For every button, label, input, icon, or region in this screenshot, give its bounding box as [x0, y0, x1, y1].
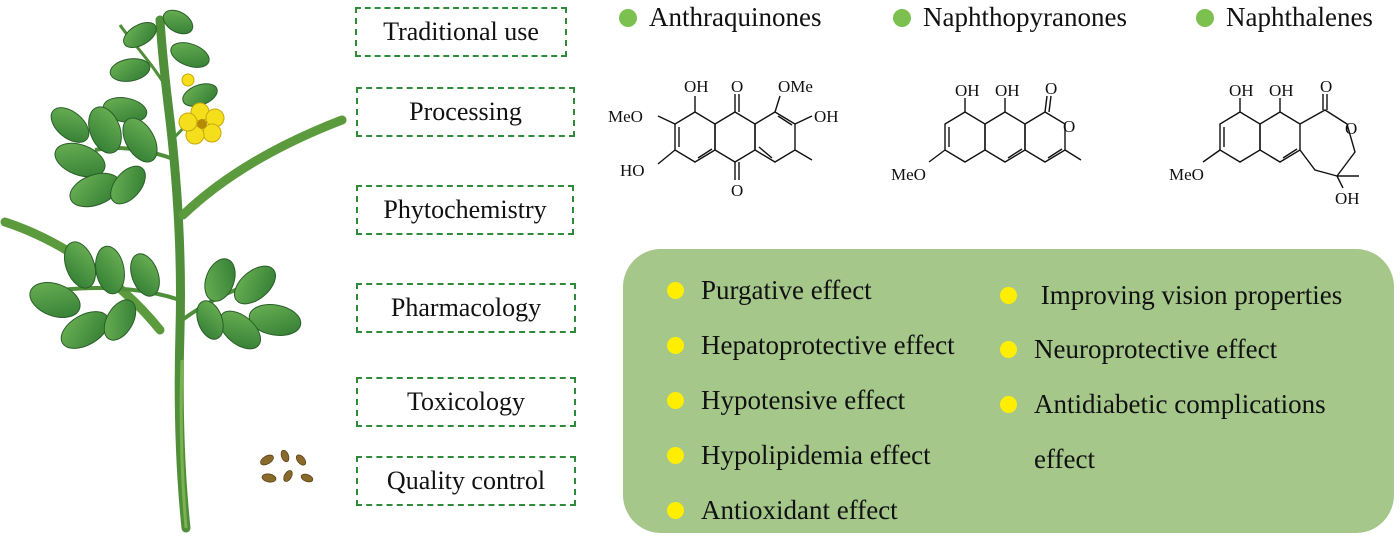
label-oh: OH [1335, 189, 1360, 208]
effect-label: Antidiabetic complications effect [1034, 389, 1326, 474]
effect-label: Hepatoprotective effect [701, 330, 955, 360]
effect-item: Antioxidant effect [667, 483, 898, 538]
label-meo: MeO [608, 107, 643, 126]
topic-traditional-use: Traditional use [355, 7, 567, 57]
class-label: Naphthopyranones [923, 2, 1127, 32]
effect-label: Improving vision properties [1034, 280, 1343, 310]
label-o: O [1320, 80, 1332, 96]
topic-toxicology: Toxicology [356, 377, 576, 427]
class-naphthopyranones: Naphthopyranones [893, 2, 1127, 33]
yellow-bullet-icon [1000, 396, 1017, 413]
yellow-bullet-icon [1000, 341, 1017, 358]
label-o: O [731, 77, 743, 96]
effect-item: Improving vision properties [1000, 268, 1342, 323]
effect-item: Hypolipidemia effect [667, 428, 931, 483]
effect-item: Neuroprotective effect [1000, 322, 1277, 377]
label-oh: OH [684, 77, 709, 96]
label-ho: HO [620, 161, 645, 180]
yellow-bullet-icon [667, 337, 684, 354]
label-oh: OH [995, 81, 1020, 100]
label-o: O [1063, 117, 1075, 136]
yellow-bullet-icon [667, 502, 684, 519]
effect-label: Hypotensive effect [701, 385, 906, 415]
class-anthraquinones: Anthraquinones [619, 2, 821, 33]
effect-item: Purgative effect [667, 263, 872, 318]
seeds-illustration [260, 449, 314, 483]
yellow-bullet-icon [667, 282, 684, 299]
topic-phytochemistry: Phytochemistry [356, 185, 574, 235]
topic-processing: Processing [356, 87, 575, 137]
naphthopyranone-structure: OH OH O O MeO [891, 80, 1082, 184]
naphthalene-structure: OH OH O O MeO OH [1169, 80, 1360, 208]
class-naphthalenes: Naphthalenes [1196, 2, 1373, 33]
effect-item: Antidiabetic complications effect [1000, 377, 1374, 487]
label-meo: MeO [891, 165, 926, 184]
effect-item: Hepatoprotective effect [667, 318, 955, 373]
label-oh: OH [955, 81, 980, 100]
effect-label: Antioxidant effect [701, 495, 898, 525]
anthraquinone-structure: OH O OMe MeO OH HO O [608, 77, 839, 200]
yellow-bullet-icon [667, 447, 684, 464]
topic-pharmacology: Pharmacology [356, 283, 576, 333]
label-oh: OH [814, 107, 839, 126]
label-o: O [1045, 80, 1057, 98]
class-dot-icon [619, 8, 637, 27]
label-o: O [1345, 119, 1357, 138]
label-o: O [731, 181, 743, 200]
topic-quality-control: Quality control [356, 456, 576, 506]
effect-item: Hypotensive effect [667, 373, 905, 428]
yellow-bullet-icon [1000, 287, 1017, 304]
label-oh: OH [1229, 81, 1254, 100]
class-dot-icon [1196, 8, 1214, 27]
effect-label: Purgative effect [701, 275, 872, 305]
label-oh: OH [1269, 81, 1294, 100]
yellow-bullet-icon [667, 392, 684, 409]
class-label: Anthraquinones [649, 2, 822, 32]
senna-plant-illustration [0, 9, 347, 533]
label-meo: MeO [1169, 165, 1204, 184]
effect-label: Hypolipidemia effect [701, 440, 931, 470]
class-dot-icon [893, 8, 911, 27]
class-label: Naphthalenes [1226, 2, 1373, 32]
effect-label: Neuroprotective effect [1034, 334, 1278, 364]
label-ome: OMe [778, 77, 813, 96]
